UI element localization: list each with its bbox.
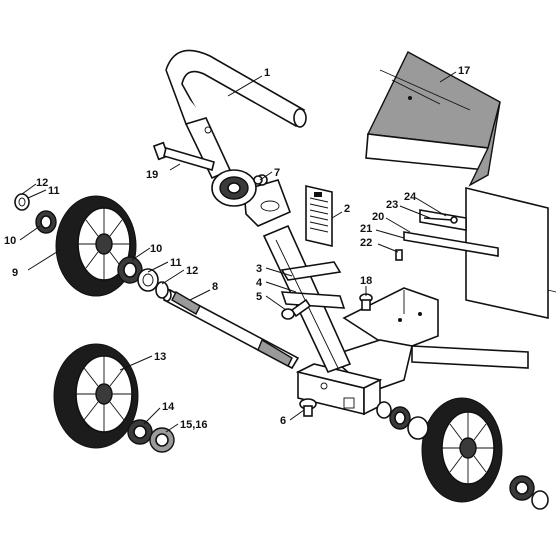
frame-chassis [328, 287, 529, 393]
callout-1: 1 [264, 67, 270, 79]
callout-7: 7 [274, 167, 280, 179]
part-2-decal [305, 184, 333, 248]
callout-14: 14 [162, 401, 175, 413]
callout-23: 23 [386, 199, 398, 211]
axle-tube [295, 363, 383, 416]
part-19-bolt [152, 141, 215, 172]
part-1-handlebar [165, 49, 307, 180]
callout-8: 8 [212, 281, 218, 293]
callout-2: 2 [344, 203, 350, 215]
part-18-bolt [359, 293, 373, 311]
part-5-bolt [281, 298, 312, 320]
part-22-screw [395, 249, 403, 261]
part-9-wheel-left-upper [55, 195, 137, 297]
bushings-middle [117, 256, 169, 299]
part-8-axle [162, 288, 300, 370]
part-17-guard-cover [365, 51, 501, 187]
callout-11-middle: 11 [170, 257, 182, 269]
callout-labels: 1 2 3 4 5 6 7 8 9 10 10 11 11 12 12 13 1… [4, 65, 470, 431]
callout-22: 22 [360, 237, 372, 249]
callout-11-upper: 11 [48, 185, 60, 197]
callout-15-16: 15,16 [180, 419, 208, 431]
callout-4: 4 [256, 277, 263, 289]
callout-3: 3 [256, 263, 262, 275]
callout-5: 5 [256, 291, 262, 303]
leader-lines [19, 71, 457, 433]
callout-24: 24 [404, 191, 417, 203]
callout-10-middle: 10 [150, 243, 162, 255]
bushings-right [376, 401, 549, 510]
part-23-24-fasteners [423, 216, 458, 224]
callout-12-middle: 12 [186, 265, 198, 277]
part-13-wheel-left-lower [53, 343, 139, 449]
callout-17: 17 [458, 65, 470, 77]
column-post [262, 224, 352, 374]
callout-13: 13 [154, 351, 166, 363]
wheel-right [421, 397, 503, 503]
callout-21: 21 [360, 223, 372, 235]
callout-19: 19 [146, 169, 158, 181]
callout-6: 6 [280, 415, 286, 427]
main-deflector-plate [403, 186, 557, 319]
adjust-disc [211, 169, 263, 207]
bushings-left-upper [14, 193, 57, 234]
callout-10-upper: 10 [4, 235, 16, 247]
bushings-left-lower [127, 419, 175, 453]
part-6-screw [299, 398, 317, 417]
callout-20: 20 [372, 211, 384, 223]
callout-12-upper: 12 [36, 177, 48, 189]
callout-18: 18 [360, 275, 372, 287]
callout-9: 9 [12, 267, 18, 279]
